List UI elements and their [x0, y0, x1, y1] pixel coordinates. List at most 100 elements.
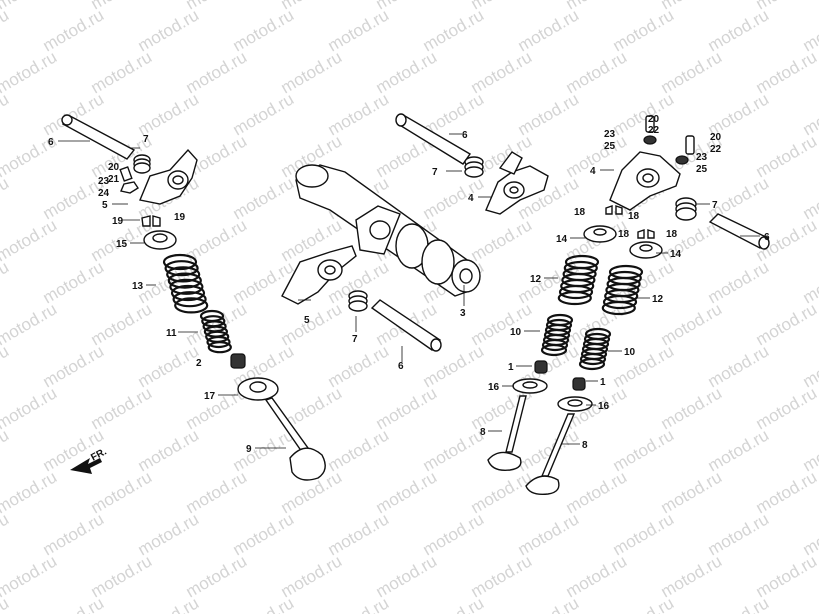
callout-push-rod: 6 [48, 137, 54, 148]
camshaft-assembly [281, 164, 481, 352]
watermark-text: motod.ru [325, 593, 393, 614]
outer-valve-spring [162, 253, 209, 314]
outer-valve-spring-a [557, 254, 600, 306]
callout-rocker-right: 4 [590, 166, 596, 177]
rod-spring [133, 154, 151, 174]
watermark-text: motod.ru [0, 47, 60, 97]
spring-coil [602, 294, 638, 310]
watermark-text: motod.ru [0, 0, 60, 13]
callout-spring-seat: 17 [204, 391, 216, 402]
spring-coil [169, 278, 204, 295]
callout-valve: 9 [246, 444, 252, 455]
rocker-arm [139, 148, 198, 205]
callout-part-25-r2: 25 [696, 164, 708, 175]
valve-cotters [141, 215, 161, 227]
callout-rod-spring-center: 7 [352, 334, 358, 345]
callout-labels: 6 7 20 21 23 24 5 19 19 15 13 11 2 17 9 … [48, 114, 770, 455]
callout-part-22-r2: 22 [710, 144, 722, 155]
push-rod [61, 114, 136, 160]
rod-spring-center [348, 290, 368, 312]
callout-retainer-r2: 14 [670, 249, 682, 260]
watermark-text: motod.ru [0, 509, 12, 559]
spring-coil [174, 297, 209, 314]
watermark-text: motod.ru [515, 593, 583, 614]
callout-rocker-upper: 4 [468, 193, 474, 204]
callout-retainer-r1: 14 [556, 234, 568, 245]
callout-cotter-r3: 18 [618, 229, 630, 240]
spring-coil [578, 357, 606, 371]
callout-cotter-r4: 18 [666, 229, 678, 240]
callout-stem-seal: 2 [196, 358, 202, 369]
valve [264, 397, 326, 481]
callout-rod-spring-right: 7 [712, 200, 718, 211]
callout-valve-r1: 8 [480, 427, 486, 438]
watermark-text: motod.ru [0, 5, 12, 55]
callout-push-rod-upper: 6 [462, 130, 468, 141]
callout-rocker-center: 5 [304, 315, 310, 326]
left-valve-assembly [61, 114, 326, 481]
right-valve-assemblies [487, 115, 770, 496]
callout-adjust-screw-r1: 20 [648, 114, 660, 125]
callout-part-25-r1: 25 [604, 141, 616, 152]
watermark-text: motod.ru [0, 299, 60, 349]
callout-leaders [58, 133, 760, 449]
spring-coil [540, 343, 568, 357]
callout-stem-seal-r1: 1 [508, 362, 514, 373]
watermark-text: motod.ru [0, 341, 12, 391]
watermark-text: motod.ru [40, 593, 108, 614]
callout-seat-r2: 16 [598, 401, 610, 412]
upper-rocker-assembly [395, 113, 549, 215]
spring-coil [557, 290, 592, 306]
callout-part-24: 24 [98, 188, 110, 199]
spring-coil [207, 341, 232, 354]
callout-seat-r1: 16 [488, 382, 500, 393]
callout-stem-seal-r2: 1 [600, 377, 606, 388]
spring-coil [579, 352, 607, 366]
callout-part-22-r1: 22 [648, 125, 660, 136]
callout-outer-spring-r1: 12 [530, 274, 542, 285]
watermark-text: motod.ru [800, 593, 819, 614]
callout-cotter-r2: 18 [628, 211, 640, 222]
spring-coil [541, 338, 569, 352]
callout-cotter-right: 19 [174, 212, 186, 223]
spring-coil [164, 260, 199, 277]
spring-coil [172, 291, 207, 308]
callout-adjust-screw-r2: 20 [710, 132, 722, 143]
callout-adjust-screw: 20 [108, 162, 120, 173]
spring-coil [166, 266, 201, 283]
inner-valve-spring-b [578, 327, 612, 371]
spring-coil [162, 253, 198, 271]
callout-retainer: 15 [116, 239, 128, 250]
inner-valve-spring [199, 309, 232, 354]
spring-seat [237, 377, 279, 401]
spring-coil [167, 272, 202, 289]
spring-coil [558, 284, 594, 300]
callout-part-23-r2: 23 [696, 152, 708, 163]
callout-rod-spring-upper: 7 [432, 167, 438, 178]
watermark-text: motod.ru [0, 215, 60, 265]
rocker-arm-center [281, 245, 357, 305]
callout-rocker-arm: 5 [102, 200, 108, 211]
callout-cotter-r1: 18 [574, 207, 586, 218]
watermark-text: motod.ru [0, 425, 12, 475]
callout-part-23: 23 [98, 176, 110, 187]
watermark-text: motod.ru [0, 173, 12, 223]
callout-lock-nut: 21 [108, 174, 120, 185]
callout-inner-spring-r1: 10 [510, 327, 522, 338]
callout-part-23-r1: 23 [604, 129, 616, 140]
inner-valve-spring-a [540, 313, 574, 357]
watermark-text: motod.ru [0, 467, 60, 517]
watermark-text: motod.ru [230, 593, 298, 614]
outer-valve-spring-b [601, 264, 644, 316]
watermark-text: motod.ru [0, 89, 12, 139]
stem-seal [230, 353, 246, 369]
callout-inner-spring-r2: 10 [624, 347, 636, 358]
watermark-text: motod.ru [0, 551, 60, 601]
watermark-text: motod.ru [135, 593, 203, 614]
watermark-text: motod.ru [705, 593, 773, 614]
callout-inner-spring: 11 [166, 328, 177, 339]
callout-cotter-left: 19 [112, 216, 124, 227]
callout-valve-r2: 8 [582, 440, 588, 451]
